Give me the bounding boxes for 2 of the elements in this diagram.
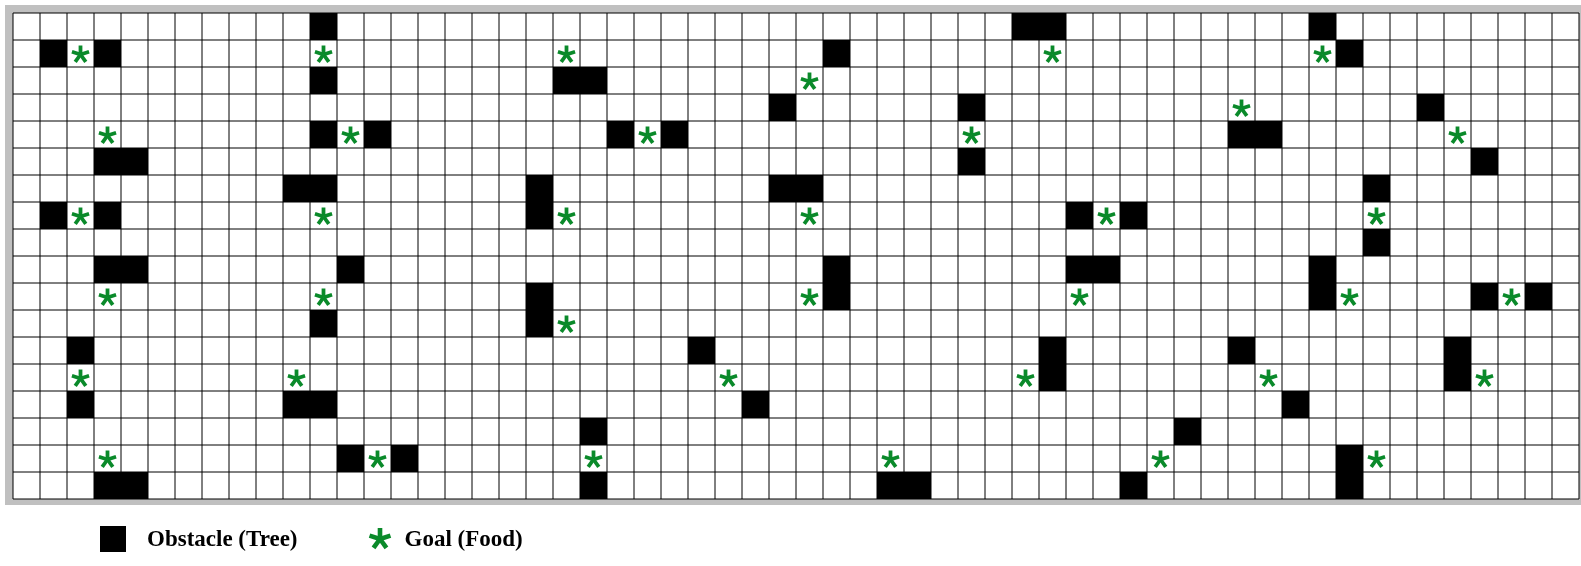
legend-label: Obstacle (Tree) bbox=[147, 526, 298, 552]
legend-label: Goal (Food) bbox=[404, 526, 523, 552]
